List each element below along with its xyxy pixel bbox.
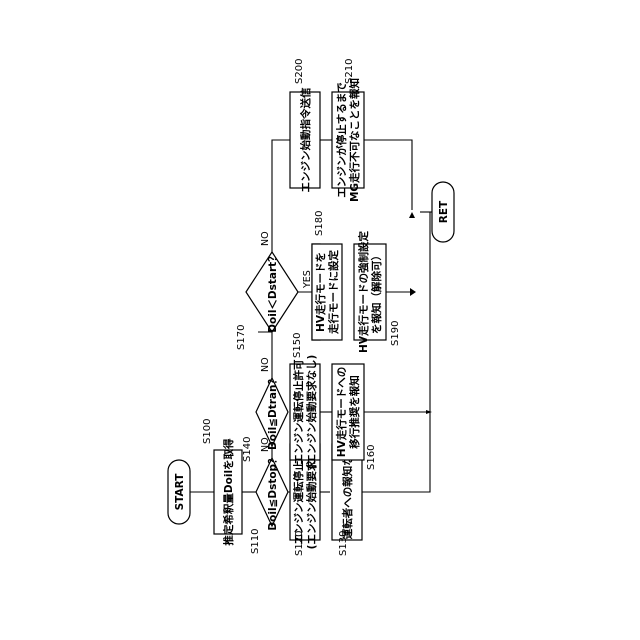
flow-s170-no — [272, 140, 290, 252]
start-label: START — [174, 473, 186, 511]
s170-no: NO — [260, 231, 271, 246]
start-terminal: START — [168, 460, 190, 524]
s140-text: Doil≦Dtran？ — [267, 374, 279, 450]
s110-text: Doil≦Dstop？ — [267, 453, 279, 530]
s100-text: 推定希釈量Doilを取得 — [222, 438, 235, 546]
step-s160: HV走行モードへの 移行推奨を報知 S160 — [332, 364, 377, 470]
ret-label: RET — [438, 200, 450, 223]
s150-id: S150 — [292, 333, 303, 358]
s200-id: S200 — [294, 59, 305, 84]
step-s180: HV走行モードを 走行モードに設定 S180 — [312, 211, 342, 340]
s120-id: S120 — [294, 531, 305, 556]
arrow-return-s160 — [426, 410, 432, 414]
s180-text-2: 走行モードに設定 — [327, 250, 340, 335]
s170-text: Doil＜Dstart？ — [267, 251, 279, 332]
s210-text-2: MG走行不可なことを報知 — [348, 78, 361, 202]
s210-text-1: エンジンが停止するまで — [335, 82, 348, 198]
s130-id: S130 — [338, 531, 349, 556]
s190-text-1: HV走行モードの強制設定 — [357, 231, 370, 353]
s190-id: S190 — [390, 321, 401, 346]
ret-terminal: RET — [432, 182, 454, 242]
s160-text-2: 移行推奨を報知 — [348, 375, 361, 449]
s210-id: S210 — [344, 59, 355, 84]
s170-yes: YES — [302, 270, 313, 289]
s140-id: S140 — [242, 437, 253, 462]
step-s130: 運転者への報知なし S130 — [332, 444, 362, 556]
s100-id: S100 — [202, 419, 213, 444]
s170-id: S170 — [236, 325, 247, 350]
s150-text-2: (エンジン始動要求なし) — [305, 355, 318, 470]
s190-text-2: を報知（解除可） — [370, 250, 383, 334]
flow-return-s210 — [364, 140, 412, 210]
arrow-return-s190 — [410, 288, 416, 296]
s150-text-1: エンジン運転停止許可 — [292, 359, 305, 464]
s160-text-1: HV走行モードへの — [335, 367, 348, 457]
step-s210: エンジンが停止するまで MG走行不可なことを報知 S210 — [332, 59, 364, 202]
s140-no: NO — [260, 357, 271, 372]
s180-id: S180 — [314, 211, 325, 236]
step-s150: エンジン運転停止許可 (エンジン始動要求なし) S150 — [290, 333, 320, 470]
s110-id: S110 — [250, 529, 261, 554]
arrow-return-s210 — [409, 212, 415, 218]
s160-id: S160 — [366, 445, 377, 470]
step-s100: 推定希釈量Doilを取得 S100 — [202, 419, 242, 546]
s180-text-1: HV走行モードを — [314, 252, 327, 332]
step-s200: エンジン始動指令送信 S200 — [290, 59, 320, 193]
s200-text: エンジン始動指令送信 — [299, 87, 312, 192]
